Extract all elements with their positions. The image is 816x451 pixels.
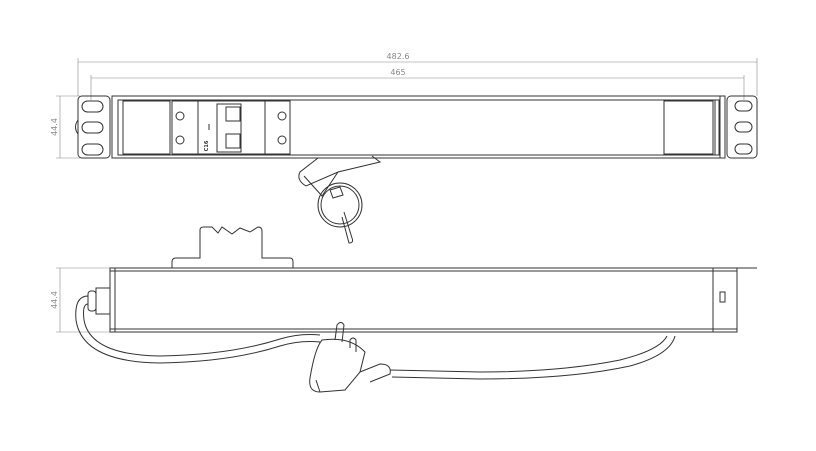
dimension-label-465: 465 xyxy=(390,68,405,77)
dimension-label-44-4-top: 44.4 xyxy=(50,118,59,136)
blank-module-left xyxy=(122,100,171,155)
top-view: C16 xyxy=(75,95,758,244)
side-view xyxy=(75,226,757,393)
dimension-mounting-width: 465 xyxy=(90,68,745,100)
mounting-bracket xyxy=(171,226,294,268)
cable-gland xyxy=(87,287,111,315)
power-plug-side xyxy=(309,322,391,393)
circuit-breaker: C16 xyxy=(171,100,291,155)
dimension-height-top: 44.4 xyxy=(50,95,80,159)
left-rack-ear xyxy=(75,95,111,159)
dimension-label-44-4-side: 44.4 xyxy=(50,291,59,309)
power-plug-top xyxy=(298,155,382,244)
dimension-label-482-6: 482.6 xyxy=(387,52,410,61)
right-rack-ear xyxy=(726,95,758,159)
dimension-overall-width: 482.6 xyxy=(77,52,758,96)
blank-module-right xyxy=(663,100,714,155)
power-cable xyxy=(75,295,676,380)
pdu-body-top xyxy=(111,95,726,159)
dimension-height-side: 44.4 xyxy=(50,267,110,333)
pdu-body-side xyxy=(109,267,757,333)
breaker-label: C16 xyxy=(204,140,210,151)
